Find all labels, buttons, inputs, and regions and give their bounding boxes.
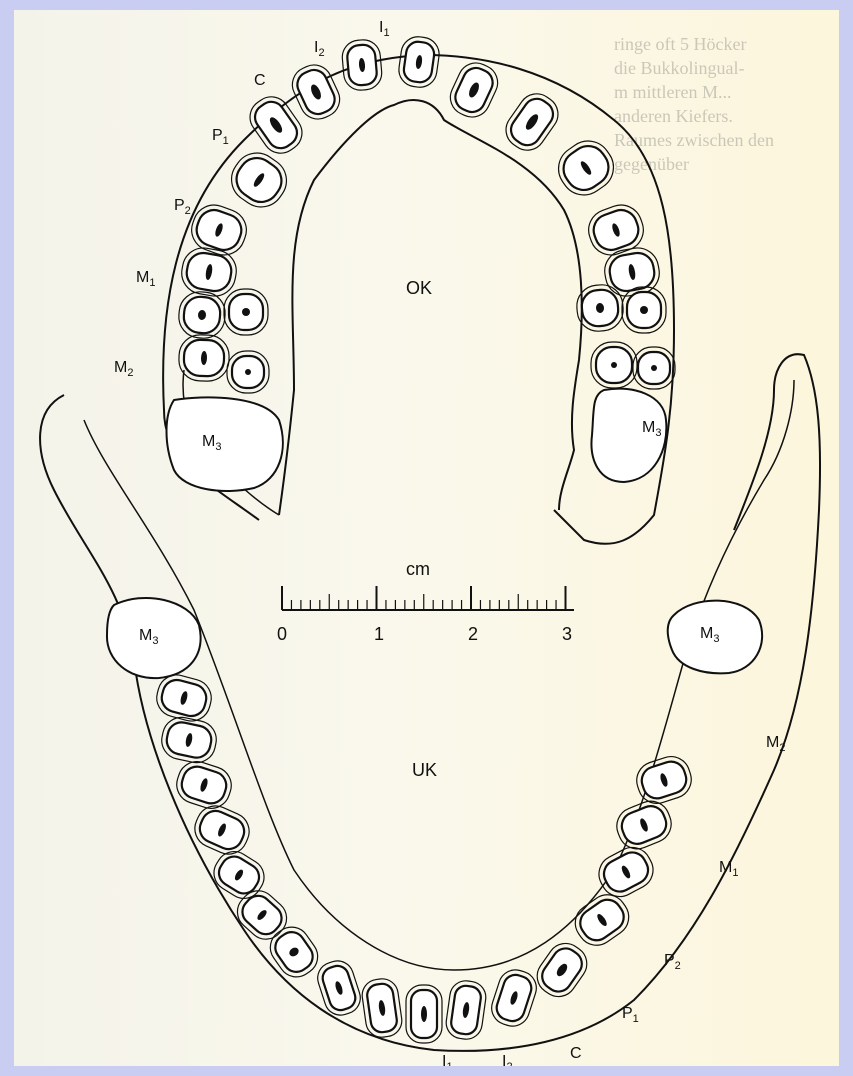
bleed-through-line: anderen Kiefers. — [614, 106, 733, 126]
scale-tick-label-0: 0 — [277, 624, 287, 644]
upper-tooth-19 — [591, 342, 637, 388]
upper-tooth-labels: I1 I2 C P1 P2 M1 M2 M3 M3 OK — [114, 19, 661, 453]
scale-tick-label-1: 1 — [374, 624, 384, 644]
upper-palate-outline — [279, 100, 582, 515]
upper-tooth-7 — [223, 144, 296, 216]
upper-tooth-17 — [178, 334, 230, 382]
bleed-through-line: ringe oft 5 Höcker — [614, 34, 746, 54]
bleed-through-line: die Bukkolingual- — [614, 58, 744, 78]
lower-tooth-9 — [360, 977, 404, 1039]
lower-teeth — [152, 671, 696, 1043]
upper-tooth-14 — [224, 289, 268, 335]
upper-tooth-14-pulp-canal — [242, 308, 250, 316]
lower-tooth-2 — [158, 714, 220, 766]
upper-tooth-19-pulp-canal — [611, 362, 617, 368]
label-lower-jaw: UK — [412, 760, 437, 780]
upper-tooth-20-pulp-canal — [651, 365, 657, 371]
upper-tooth-4 — [444, 57, 503, 123]
scale-minor-ticks — [282, 586, 566, 610]
label-upper-i1: I1 — [379, 19, 390, 39]
upper-tooth-8 — [550, 132, 623, 204]
upper-tooth-16 — [622, 287, 666, 333]
upper-teeth — [177, 35, 675, 393]
lower-tooth-11 — [444, 979, 488, 1041]
upper-tooth-5 — [243, 90, 309, 160]
scale-unit-label: cm — [406, 559, 430, 579]
upper-tooth-18 — [227, 351, 269, 393]
lower-tooth-10 — [406, 985, 442, 1043]
upper-tooth-16-pulp-canal — [640, 306, 648, 314]
label-upper-c: C — [254, 72, 266, 89]
bleed-through-line: m mittleren M... — [614, 82, 731, 102]
upper-tooth-20 — [633, 347, 675, 389]
lower-tooth-16 — [611, 795, 677, 854]
lower-tooth-12 — [487, 965, 540, 1030]
upper-tooth-10 — [583, 199, 649, 261]
lower-tooth-14 — [568, 887, 636, 952]
label-lower-m2: M2 — [766, 734, 785, 754]
label-upper-i2: I2 — [314, 39, 325, 59]
lower-tooth-3 — [172, 757, 236, 814]
upper-tooth-3 — [286, 59, 345, 125]
upper-m3-left-tooth — [167, 397, 283, 491]
upper-tooth-2 — [397, 35, 442, 90]
scale-tick-label-3: 3 — [562, 624, 572, 644]
upper-tooth-6 — [499, 87, 565, 157]
upper-tooth-18-pulp-canal — [245, 369, 251, 375]
label-lower-i2: I2 — [502, 1053, 513, 1066]
label-lower-i1: I1 — [442, 1053, 453, 1066]
label-upper-jaw: OK — [406, 278, 432, 298]
label-lower-p2: P2 — [664, 952, 681, 972]
upper-tooth-11 — [178, 245, 239, 300]
label-upper-m2: M2 — [114, 359, 133, 379]
label-upper-p2: P2 — [174, 197, 191, 217]
lower-tooth-17 — [632, 752, 696, 809]
upper-tooth-1 — [341, 38, 383, 91]
background-text: ringe oft 5 Höcker die Bukkolingual-m mit… — [614, 34, 774, 174]
centimeter-scale: cm 0 1 2 3 — [277, 559, 574, 644]
upper-tooth-13 — [177, 290, 227, 340]
label-lower-p1: P1 — [622, 1005, 639, 1025]
label-upper-m1: M1 — [136, 269, 155, 289]
dental-arch-diagram: ringe oft 5 Höcker die Bukkolingual-m mit… — [14, 10, 839, 1066]
label-upper-p1: P1 — [212, 127, 229, 147]
scale-tick-label-2: 2 — [468, 624, 478, 644]
lower-tooth-15 — [592, 841, 659, 903]
upper-tooth-15 — [575, 283, 625, 333]
label-lower-c: C — [570, 1045, 582, 1062]
book-page: ringe oft 5 Höcker die Bukkolingual-m mit… — [14, 10, 839, 1066]
lower-tooth-10-pulp-canal — [421, 1006, 427, 1022]
